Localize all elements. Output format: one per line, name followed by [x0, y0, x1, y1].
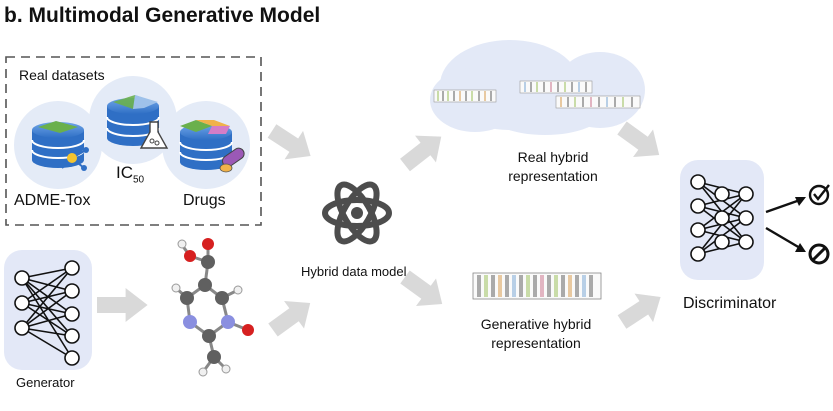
real-hybrid-label-line2: representation — [508, 168, 598, 184]
generative-hybrid-barcode — [472, 272, 602, 300]
real-hybrid-label-line1: Real hybrid — [517, 149, 589, 165]
real-hybrid-label: Real hybrid representation — [488, 148, 618, 186]
arrow-molecule-to-model — [263, 289, 321, 344]
arrow-model-to-real — [394, 123, 452, 179]
generative-hybrid-label: Generative hybrid representation — [456, 315, 616, 353]
drugs-database-icon — [179, 120, 245, 173]
generative-hybrid-label-line2: representation — [491, 335, 581, 351]
check-icon — [808, 184, 830, 206]
arrow-datasets-to-model — [262, 116, 320, 171]
drugs-label: Drugs — [183, 192, 226, 209]
generator-label: Generator — [16, 375, 75, 390]
discriminator-network-icon — [690, 174, 754, 262]
generator-network-icon — [14, 260, 80, 366]
ic50-label-main: IC — [116, 163, 133, 182]
discriminator-label: Discriminator — [683, 295, 777, 312]
generative-hybrid-label-line1: Generative hybrid — [480, 316, 592, 332]
real-datasets-box — [5, 56, 262, 226]
real-hybrid-barcode-2 — [519, 80, 593, 94]
adme-tox-database-icon — [31, 121, 89, 171]
reject-icon — [808, 243, 830, 265]
page-title: b. Multimodal Generative Model — [4, 4, 321, 27]
adme-tox-label: ADME-Tox — [14, 192, 91, 209]
output-arrows — [765, 197, 806, 252]
ic50-label-sub: 50 — [133, 174, 145, 186]
molecule-atoms — [171, 238, 254, 377]
real-datasets-heading: Real datasets — [19, 67, 105, 83]
arrow-generative-to-discriminator — [612, 282, 670, 337]
real-hybrid-barcode-3 — [555, 95, 641, 109]
atom-icon — [322, 181, 392, 245]
hybrid-data-model-label: Hybrid data model — [301, 264, 407, 279]
arrow-generator-to-molecule — [97, 288, 148, 322]
real-hybrid-barcode-1 — [433, 89, 497, 103]
ic50-database-icon — [106, 95, 169, 149]
ic50-label: IC50 — [116, 163, 144, 185]
